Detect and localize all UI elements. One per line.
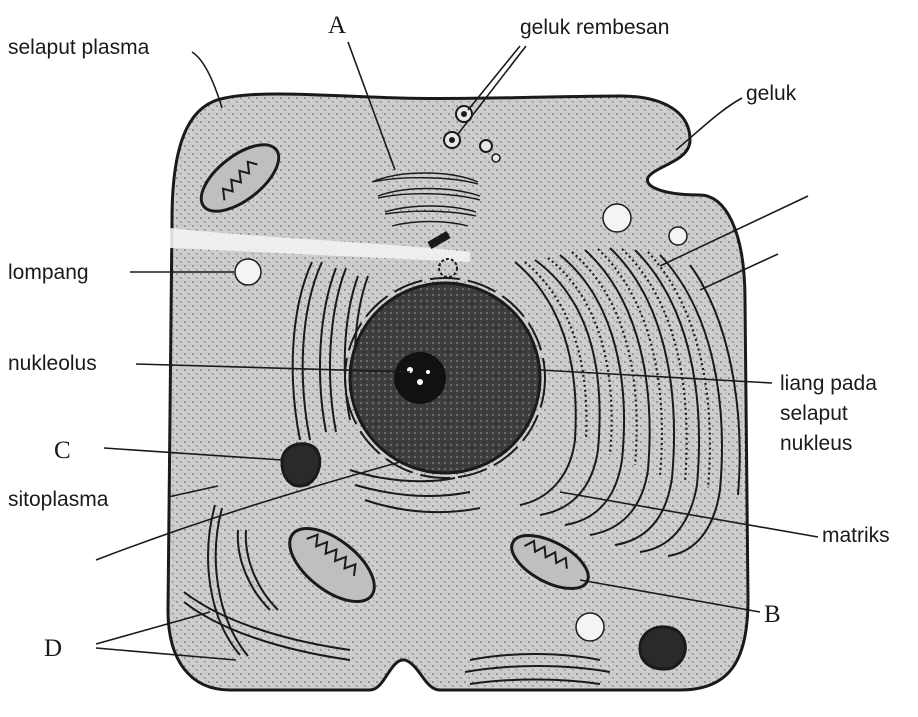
- vacuole: [235, 259, 261, 285]
- vacuole: [576, 613, 604, 641]
- label-c: C: [54, 437, 71, 464]
- label-liang-line1: liang pada: [780, 372, 877, 395]
- label-a: A: [328, 12, 346, 39]
- vacuole: [603, 204, 631, 232]
- lysosome: [282, 444, 320, 486]
- label-d: D: [44, 635, 62, 662]
- lysosome: [640, 627, 685, 669]
- label-selaput-plasma: selaput plasma: [8, 36, 150, 59]
- label-liang-line2: selaput: [780, 402, 848, 425]
- label-nukleolus: nukleolus: [8, 352, 97, 375]
- label-matriks: matriks: [822, 524, 890, 547]
- label-lompang: lompang: [8, 261, 89, 284]
- label-sitoplasma: sitoplasma: [8, 488, 109, 511]
- nucleolus: [394, 352, 446, 404]
- label-geluk: geluk: [746, 82, 797, 105]
- vacuole: [669, 227, 687, 245]
- label-geluk-rembesan: geluk rembesan: [520, 16, 669, 39]
- label-liang-line3: nukleus: [780, 432, 852, 455]
- label-b: B: [764, 601, 781, 628]
